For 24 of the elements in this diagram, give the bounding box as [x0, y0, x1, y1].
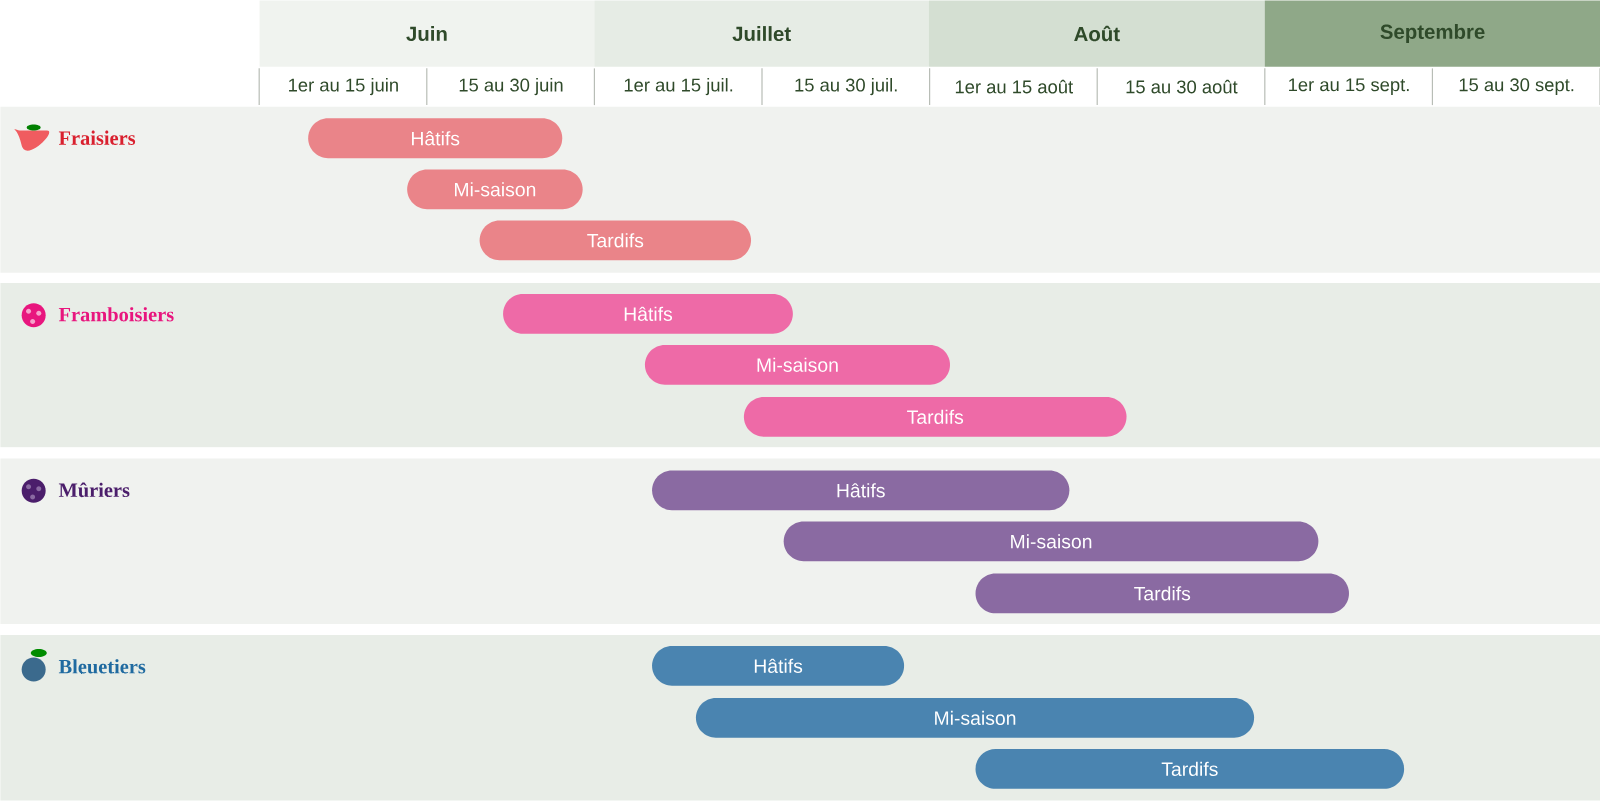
header-cell: 15 au 30 juil.: [795, 78, 897, 96]
header-cell: 1er au 15 août: [955, 79, 1073, 94]
header-cell: Août: [929, 0, 1265, 67]
bar: Mi-saison: [644, 344, 950, 385]
header-cell: 15 au 30 juin: [459, 78, 563, 96]
bar: Hâtifs: [652, 470, 1070, 511]
header-cell: Juillet: [594, 0, 929, 67]
header-cell: 15 au 30 sept.: [1459, 78, 1574, 95]
header-cell: 1er au 15 sept.: [1289, 78, 1409, 95]
bar: Mi-saison: [407, 169, 583, 210]
bar: Tardifs: [743, 396, 1127, 437]
header-cell: 1er au 15 juil.: [624, 78, 733, 96]
header-cell: 15 au 30 août: [1126, 79, 1238, 94]
bar: Hâtifs: [308, 118, 563, 159]
bar: Mi-saison: [695, 697, 1255, 738]
header-cell: Septembre: [1264, 0, 1600, 67]
bar: Tardifs: [975, 573, 1349, 614]
bar: Hâtifs: [503, 293, 793, 334]
header-cell: Juin: [259, 0, 595, 67]
bar: Tardifs: [479, 220, 752, 261]
bar: Hâtifs: [652, 645, 905, 686]
bar: Mi-saison: [783, 521, 1319, 562]
header-cell: 1er au 15 juin: [289, 78, 398, 96]
bar: Tardifs: [975, 749, 1405, 789]
